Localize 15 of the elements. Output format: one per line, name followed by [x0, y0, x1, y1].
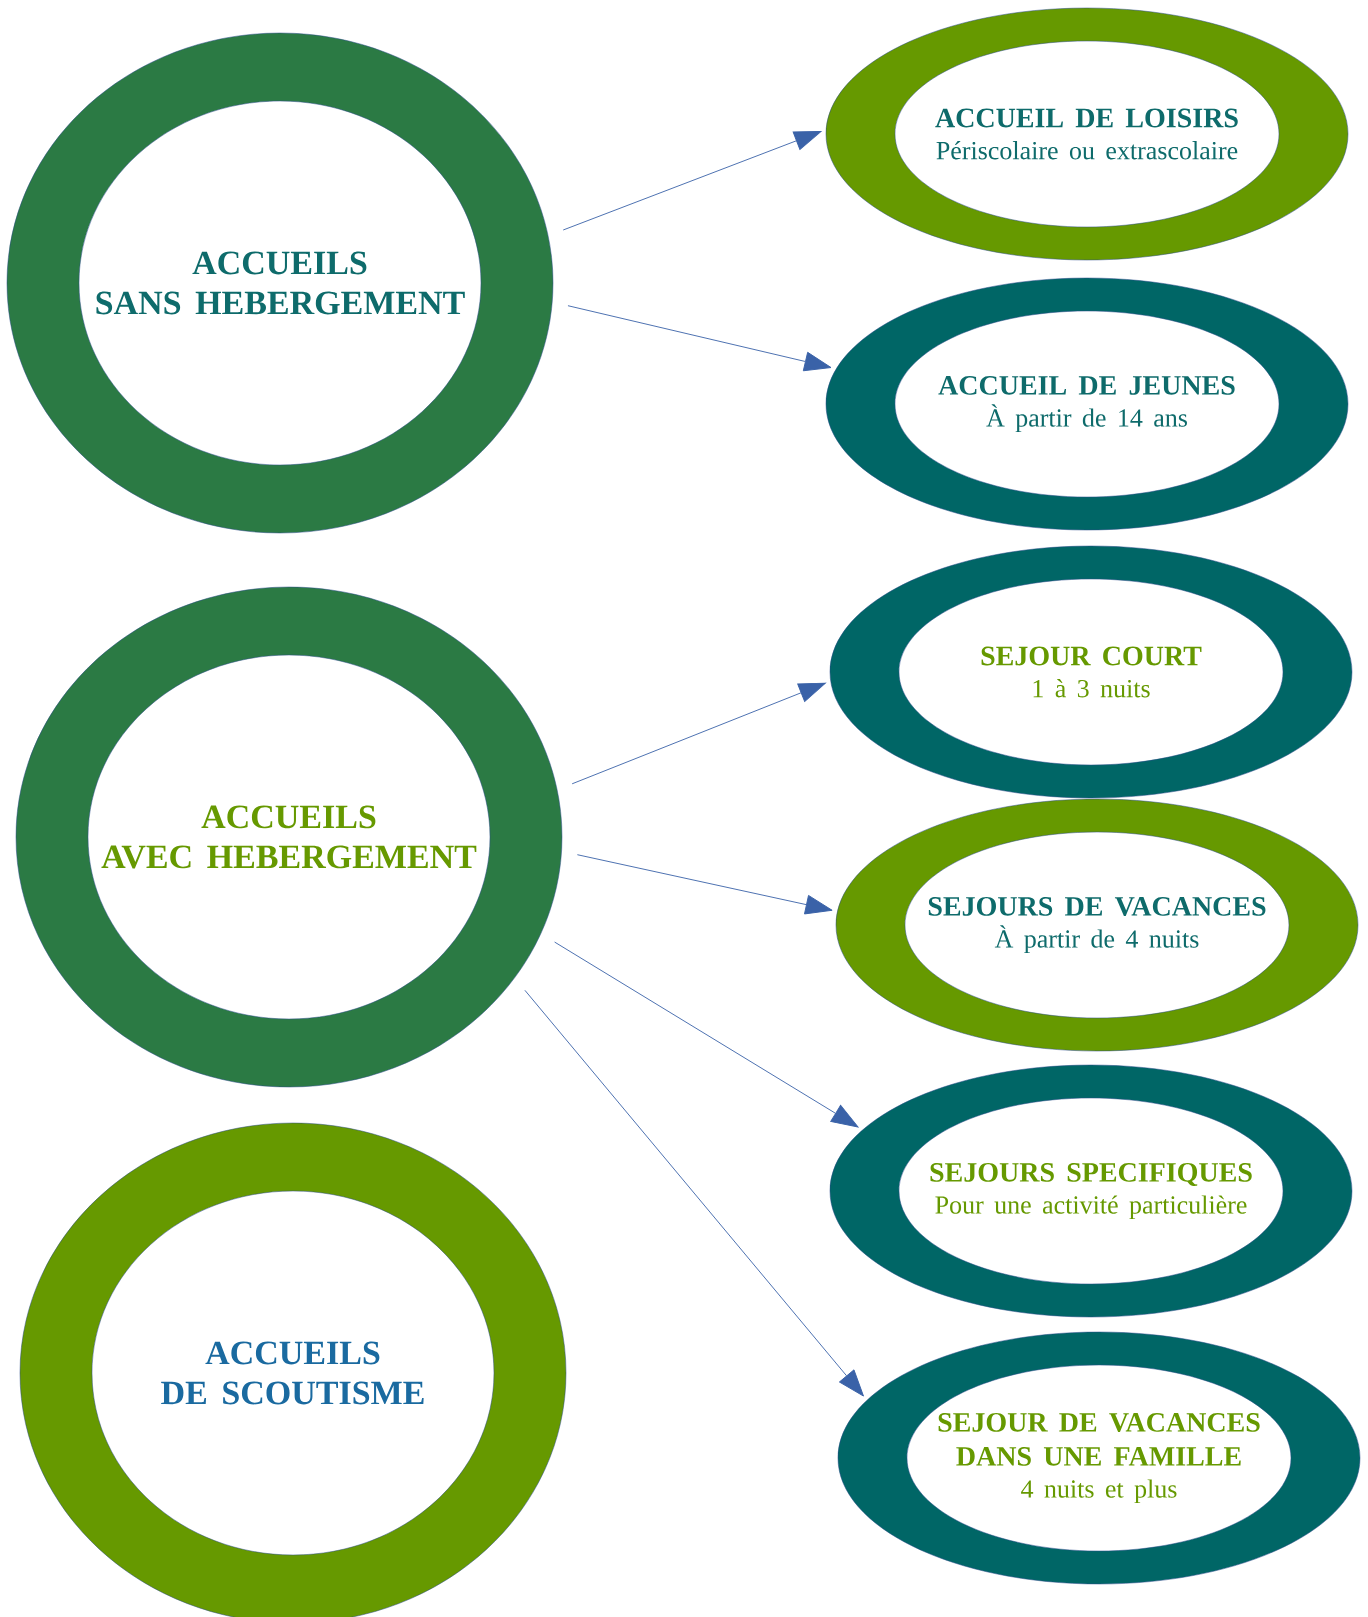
ring-node: ACCUEILS SANS HEBERGEMENT [6, 32, 554, 534]
ring-node: SEJOUR COURT 1 à 3 nuits [829, 545, 1353, 799]
ring-node: SEJOURS DE VACANCES À partir de 4 nuits [835, 798, 1359, 1052]
arrow [567, 305, 832, 372]
arrow [524, 989, 864, 1397]
arrow [554, 941, 859, 1128]
arrow [562, 130, 822, 231]
ring-node: ACCUEIL DE LOISIRS Périscolaire ou extrascolaire [825, 7, 1349, 261]
ring-node: ACCUEIL DE JEUNES À partir de 14 ans [825, 277, 1349, 531]
ring-node: ACCUEILS AVEC HEBERGEMENT [15, 586, 563, 1088]
ring-node: ACCUEILS DE SCOUTISME [19, 1122, 567, 1617]
arrow [571, 682, 826, 785]
ring-node: SEJOUR DE VACANCES DANS UNE FAMILLE 4 nuits et plus [837, 1331, 1361, 1585]
arrow [576, 854, 833, 915]
ring-node: SEJOURS SPECIFIQUES Pour une activité particulière [829, 1064, 1353, 1318]
